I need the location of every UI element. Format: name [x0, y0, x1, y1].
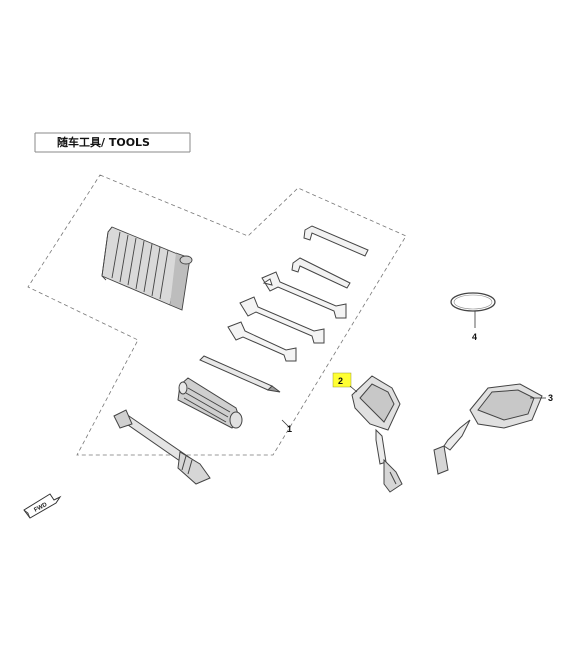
- allen-key-small: [291, 257, 351, 289]
- tool-group-boundary: [27, 174, 407, 456]
- callout-3: 3: [548, 393, 553, 403]
- callout-2: 2: [338, 376, 343, 386]
- fwd-direction-badge: FWD: [23, 493, 62, 519]
- callout-1: 1: [287, 424, 292, 434]
- leader-line-1: [281, 419, 291, 429]
- tool-pouch: [101, 226, 193, 311]
- wrench-large: [261, 271, 347, 319]
- diagram-title: 随车工具/ TOOLS: [57, 135, 150, 149]
- title-frame: 随车工具/ TOOLS: [34, 132, 191, 153]
- callout-4: 4: [472, 332, 477, 342]
- leader-line-2: [349, 385, 358, 393]
- left-mirror: [351, 375, 403, 493]
- screwdriver-blade: [199, 355, 281, 393]
- allen-key-large: [303, 225, 369, 257]
- wrench-medium: [239, 296, 325, 344]
- spark-plug-wrench: [113, 409, 211, 485]
- right-mirror: [433, 383, 543, 475]
- o-ring: [450, 292, 496, 312]
- wrench-small: [227, 321, 297, 362]
- callout-2-highlight: [332, 372, 352, 388]
- screwdriver-handle: [177, 377, 243, 429]
